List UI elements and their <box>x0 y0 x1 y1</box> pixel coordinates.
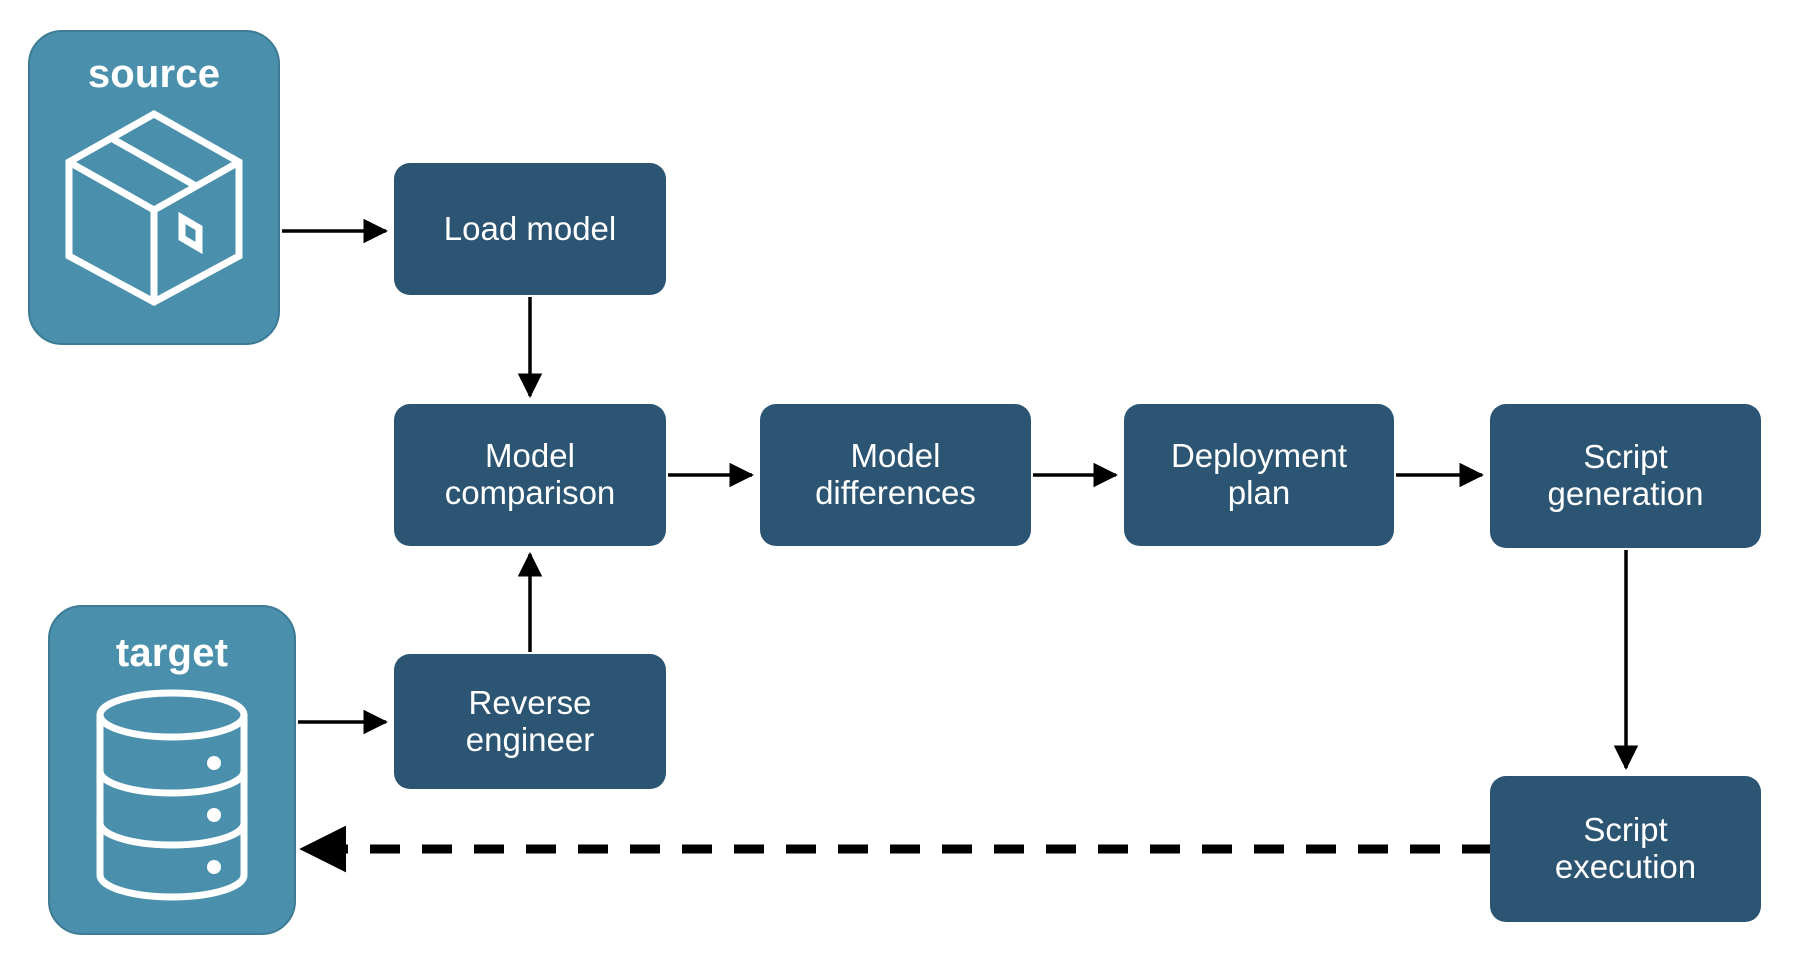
node-script-generation[interactable]: Script generation <box>1490 404 1761 548</box>
node-script-generation-label: Script generation <box>1547 438 1704 512</box>
node-script-execution-label: Script execution <box>1554 811 1697 885</box>
node-model-differences-label: Model differences <box>815 437 976 511</box>
node-script-execution[interactable]: Script execution <box>1490 776 1761 922</box>
node-model-differences[interactable]: Model differences <box>760 404 1031 546</box>
node-deployment-plan-label: Deployment plan <box>1170 437 1348 511</box>
endpoint-target[interactable]: target <box>48 605 296 935</box>
node-reverse-engineer-label: Reverse engineer <box>465 683 595 758</box>
package-box-icon <box>59 106 249 311</box>
endpoint-source[interactable]: source <box>28 30 280 345</box>
node-model-comparison[interactable]: Model comparison <box>394 404 666 546</box>
node-deployment-plan[interactable]: Deployment plan <box>1124 404 1394 546</box>
node-reverse-engineer[interactable]: Reverse engineer <box>394 654 666 789</box>
node-model-comparison-label: Model comparison <box>444 437 616 511</box>
endpoint-target-label: target <box>115 631 229 675</box>
endpoint-source-label: source <box>87 52 221 96</box>
node-load-model[interactable]: Load model <box>394 163 666 295</box>
node-load-model-label: Load model <box>443 209 617 247</box>
database-cylinder-icon <box>92 689 252 906</box>
